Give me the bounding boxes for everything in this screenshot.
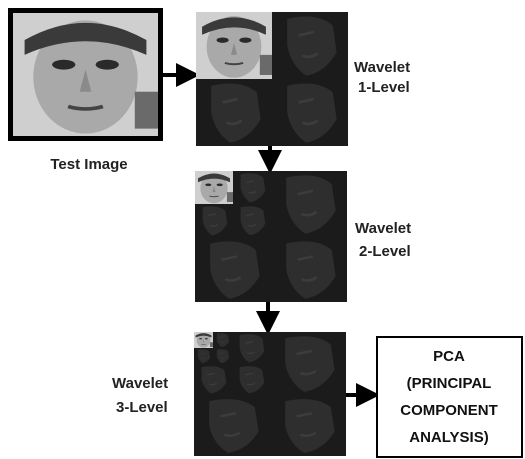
- wavelet-level1-image: [196, 12, 348, 146]
- pca-line-3: COMPONENT: [400, 402, 498, 419]
- level2-label-line1: Wavelet: [355, 220, 411, 237]
- pca-line-2: (PRINCIPAL: [407, 375, 492, 392]
- level1-label-line2: 1-Level: [358, 79, 410, 96]
- wavelet-level3-image: [194, 332, 346, 456]
- test-image: [8, 8, 163, 141]
- level3-label-line1: Wavelet: [112, 375, 168, 392]
- pca-box: PCA (PRINCIPAL COMPONENT ANALYSIS): [376, 336, 523, 458]
- level3-label-line2: 3-Level: [116, 399, 168, 416]
- level1-label-line1: Wavelet: [354, 59, 410, 76]
- wavelet-level2-image: [195, 171, 347, 302]
- test-image-caption: Test Image: [50, 156, 127, 173]
- level2-label-line2: 2-Level: [359, 243, 411, 260]
- pca-line-4: ANALYSIS): [409, 429, 488, 446]
- pca-line-1: PCA: [433, 348, 465, 365]
